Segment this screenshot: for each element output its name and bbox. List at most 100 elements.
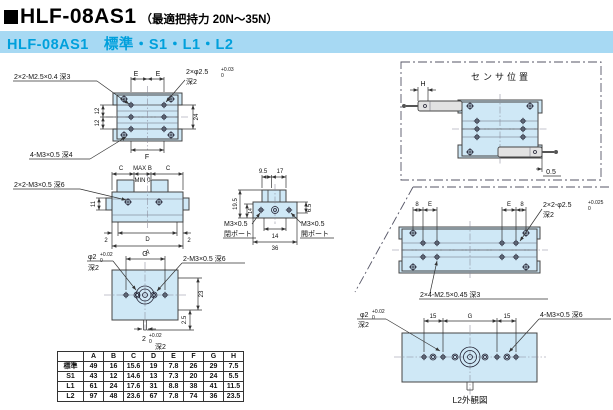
front-dim-c-left: C (119, 166, 124, 172)
l2f-dim-g: G (468, 314, 473, 320)
bottom-view: G φ2 +0.02 0 深2 2-M3×0.5 深6 23 2.5 2 +0.… (87, 251, 245, 351)
top-dim-24: 24 (194, 113, 200, 120)
bottom-slot-tol-lower: 0 (149, 339, 152, 345)
l2-top-view: 8 E E 8 2×2-φ2.5 +0.025 0 深2 2×4-M2.5×0.… (354, 186, 611, 300)
bottom-slot-label: 2 (142, 336, 146, 343)
l2-caption: L2外観図 (453, 395, 488, 405)
bottom-dim-g: G (142, 251, 147, 258)
bottom-pin-tol-upper: +0.02 (100, 252, 113, 258)
bottom-pin-depth: 深2 (88, 263, 99, 272)
sensor-position-box: センサ位置 (400, 61, 602, 181)
front-dim-2-right: 2 (187, 238, 191, 244)
model-variant-label: HLF-08AS1 標準・S1・L1・L2 (7, 37, 234, 53)
l2-thread-label: 2×4-M2.5×0.45 深3 (420, 290, 480, 299)
table-row: L1 61 24 17.6 31 8.8 38 41 11.5 (57, 381, 244, 392)
cell: 5.5 (223, 371, 244, 382)
bottom-pin-label: φ2 (88, 254, 97, 261)
row-name: L1 (57, 381, 84, 392)
l2-hole-label: 2×2-φ2.5 (543, 202, 572, 209)
l2f-pin-tol-lower: 0 (372, 315, 375, 321)
top-hole-tol-lower: 0 (221, 73, 224, 79)
side-close-port-line1: M3×0.5 (224, 221, 248, 228)
cell: 20 (183, 371, 204, 382)
cell: 29 (203, 361, 224, 372)
cell: 24 (203, 371, 224, 382)
side-open-port-line1: M3×0.5 (301, 221, 325, 228)
side-open-port-line2: 開ポート (301, 230, 329, 238)
cell: 23.5 (223, 391, 244, 402)
top-dim-12-upper: 12 (95, 107, 101, 114)
sensor-dim-0-5: 0.5 (546, 169, 556, 176)
cell: 17.6 (123, 381, 144, 392)
cell: 26 (183, 361, 204, 372)
bottom-slot-depth: 深2 (155, 342, 166, 351)
cell: 74 (183, 391, 204, 402)
top-hole-label-tr: 2×φ2.5 (186, 69, 208, 76)
top-dim-f: F (145, 154, 149, 161)
row-name: L2 (57, 391, 84, 402)
side-dim-6-5: 6.5 (307, 203, 313, 212)
front-dim-d: D (145, 237, 150, 243)
sensor-top-left (402, 100, 463, 112)
bottom-thread-label: 2-M3×0.5 深6 (183, 254, 226, 263)
cell: 48 (103, 391, 124, 402)
l2-dim-e-left: E (428, 202, 432, 208)
cell: 36 (203, 391, 224, 402)
cell: 67 (143, 391, 164, 402)
l2f-thread-label: 4-M3×0.5 深6 (540, 310, 583, 319)
top-dim-e-left: E (134, 71, 139, 78)
cell: 19 (143, 361, 164, 372)
bottom-dim-2-5: 2.5 (182, 315, 188, 324)
black-square-icon (4, 10, 18, 24)
header-cell: A (83, 351, 104, 362)
cell: 23.6 (123, 391, 144, 402)
l2f-pin-depth: 深2 (358, 320, 369, 329)
cell: 13 (143, 371, 164, 382)
table-header-row: A B C D E F G H (57, 351, 244, 362)
grip-force-note: （最適把持力 20N～35N） (140, 14, 278, 26)
header-cell: H (223, 351, 244, 362)
cell: 43 (83, 371, 104, 382)
header-cell: F (183, 351, 204, 362)
row-name: 標準 (57, 361, 84, 372)
bottom-slot-tol-upper: +0.02 (149, 333, 162, 339)
side-dim-14-left: 14 (248, 208, 254, 214)
page-title: HLF-08AS1 (20, 5, 137, 28)
l2-front-view: 15 G 15 φ2 +0.02 0 深2 4-M3×0.5 深6 L2外観図 (357, 309, 611, 405)
header-cell (57, 351, 84, 362)
sensor-box-title: センサ位置 (471, 71, 531, 82)
cell: 16 (103, 361, 124, 372)
row-name: S1 (57, 371, 84, 382)
sensor-bottom-right (497, 146, 558, 158)
sensor-dim-h: H (420, 81, 425, 88)
cell: 41 (203, 381, 224, 392)
top-thread-label-bl: 4-M3×0.5 深4 (30, 150, 73, 159)
front-dim-a: A (145, 250, 149, 256)
cell: 7.8 (163, 391, 184, 402)
top-view: E E 2×2-M2.5×0.4 深3 2×φ2.5 +0.03 0 深2 12… (13, 67, 234, 161)
cell: 14.6 (123, 371, 144, 382)
dimension-table: A B C D E F G H 標準 49 16 15.6 19 7.8 26 … (57, 351, 244, 402)
front-view: C MAX B C MIN 0 2×2-M3×0.5 深6 11 2 D 2 (13, 166, 191, 256)
l2-dim-e-right: E (507, 202, 511, 208)
table-row: S1 43 12 14.6 13 7.3 20 24 5.5 (57, 371, 244, 382)
front-dim-max-b: MAX B (133, 166, 152, 172)
header-cell: G (203, 351, 224, 362)
front-dim-c-right: C (166, 166, 171, 172)
header-cell: B (103, 351, 124, 362)
front-thread-label: 2×2-M3×0.5 深6 (14, 180, 65, 189)
side-dim-36: 36 (272, 246, 279, 252)
cell: 7.8 (163, 361, 184, 372)
cell: 15.6 (123, 361, 144, 372)
side-dim-17: 17 (277, 169, 284, 175)
side-view: 9.5 17 19.5 14 6.5 M3×0.5 閉ポート M3×0.5 開ポ… (223, 169, 334, 252)
cell: 11.5 (223, 381, 244, 392)
front-dim-2-left: 2 (104, 238, 108, 244)
bottom-dim-23: 23 (199, 290, 205, 297)
model-variant-bar: HLF-08AS1 標準・S1・L1・L2 (0, 31, 613, 53)
header-cell: D (143, 351, 164, 362)
cell: 24 (103, 381, 124, 392)
top-hole-depth: 深2 (186, 77, 197, 86)
